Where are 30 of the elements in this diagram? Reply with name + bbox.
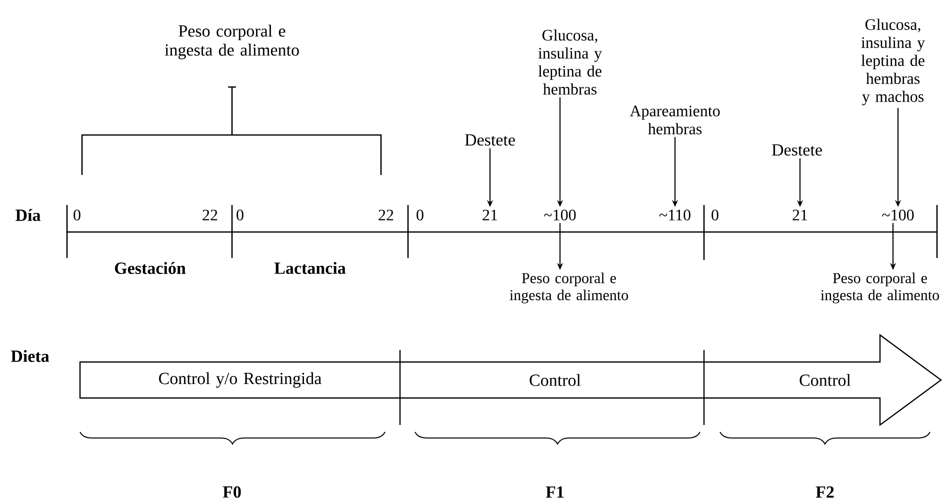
annotation-text: Peso corporal e ingesta de alimento — [820, 272, 939, 304]
generation-label: F0 — [222, 486, 241, 498]
tick-label: 21 — [792, 210, 808, 220]
tick-label: 0 — [416, 210, 424, 220]
tick-label: 0 — [712, 210, 718, 220]
segment-label: Control — [800, 374, 851, 386]
generation-label: F1 — [546, 486, 564, 498]
generation-label: F2 — [816, 486, 834, 498]
tick-label: 22 — [378, 210, 394, 220]
segment-label: Control y/o Restringida — [159, 372, 322, 388]
annotation-text: Apareamiento hembras — [630, 106, 720, 134]
annotation-text: Glucosa, insulina y leptina de hembras y machos — [861, 18, 925, 106]
annotation-text: Peso corporal e ingesta de alimento — [164, 24, 299, 60]
annotation-text: Glucosa, insulina y leptina de hembras — [538, 29, 602, 95]
tick-label: 0 — [74, 210, 80, 220]
annotation-text: Destete — [772, 144, 822, 156]
tick-label: ~110 — [659, 210, 690, 220]
axis-label: Día — [16, 209, 41, 221]
tick-label: ~100 — [882, 210, 914, 220]
arrow-band — [79, 334, 942, 426]
tick-label: ~100 — [544, 210, 576, 220]
tick-label: 0 — [236, 210, 244, 220]
tick-label: 22 — [202, 210, 218, 220]
phase-label: Gestación — [114, 262, 186, 274]
tick-label: 21 — [482, 210, 498, 220]
segment-label: Control — [530, 374, 581, 386]
annotation-text: Peso corporal e ingesta de alimento — [510, 272, 628, 304]
axis-label: Dieta — [10, 350, 50, 362]
phase-label: Lactancia — [274, 262, 346, 274]
annotation-text: Destete — [465, 134, 515, 146]
